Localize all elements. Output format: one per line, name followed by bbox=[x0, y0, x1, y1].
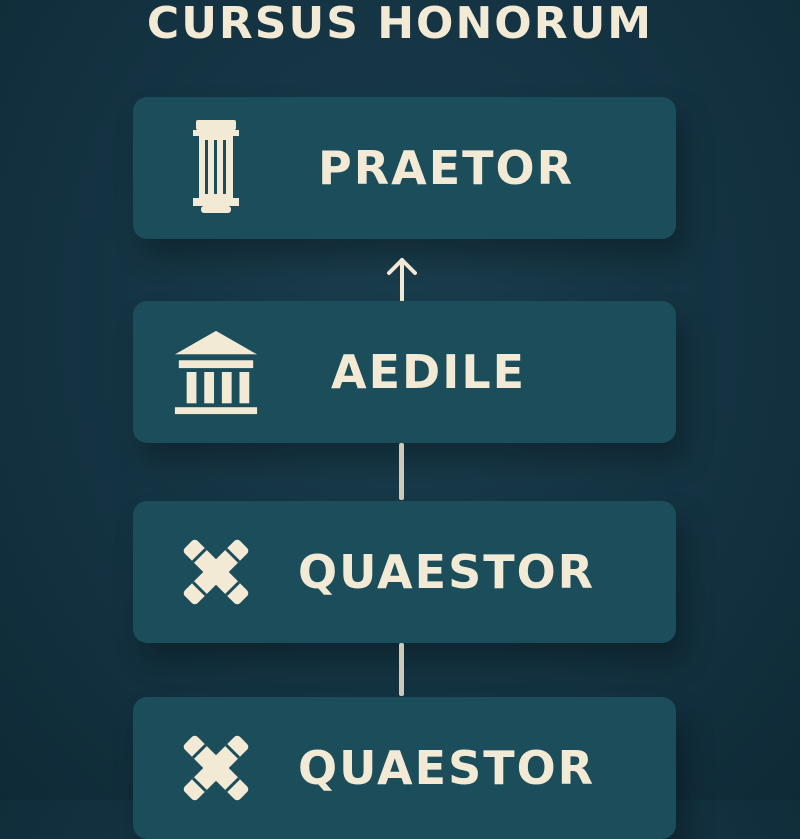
temple-icon bbox=[171, 301, 261, 443]
rank-card-quaestor: QUAESTOR bbox=[133, 501, 676, 643]
rank-label-aedile: AEDILE bbox=[331, 345, 527, 399]
diagram-title: CURSUS HONORUM bbox=[146, 0, 654, 49]
rank-card-aedile: AEDILE bbox=[133, 301, 676, 443]
connector-line bbox=[399, 643, 404, 696]
rank-card-quaestor: QUAESTOR bbox=[133, 697, 676, 839]
connector-line bbox=[399, 443, 404, 500]
rank-label-praetor: PRAETOR bbox=[318, 141, 575, 195]
rank-label-quaestor: QUAESTOR bbox=[298, 545, 596, 599]
arrow-up-icon bbox=[387, 258, 417, 302]
column-icon bbox=[171, 97, 261, 239]
crossed-scrolls-icon bbox=[171, 501, 261, 643]
crossed-scrolls-icon bbox=[171, 697, 261, 839]
rank-card-praetor: PRAETOR bbox=[133, 97, 676, 239]
rank-label-quaestor: QUAESTOR bbox=[298, 741, 596, 795]
